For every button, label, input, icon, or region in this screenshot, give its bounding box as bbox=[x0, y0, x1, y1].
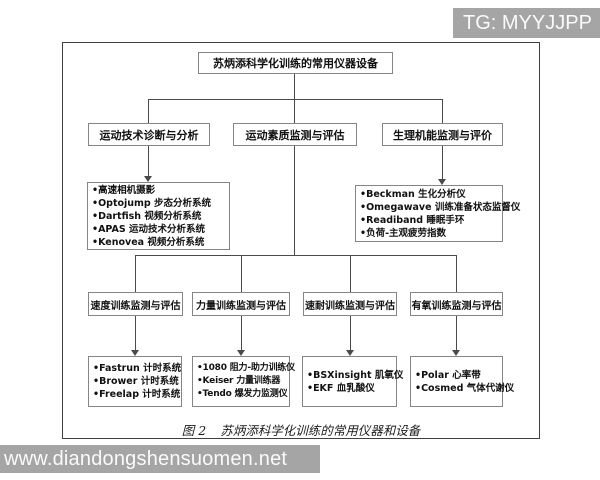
branch-node-technique: 运动技术诊断与分析 bbox=[88, 123, 210, 146]
connector-line bbox=[442, 100, 443, 123]
equipment-list-physiology: •Beckman 生化分析仪•Omegawave 训练准备状态监督仪•Readi… bbox=[355, 185, 520, 242]
connector-line bbox=[135, 256, 136, 292]
arrow-down-icon bbox=[438, 179, 446, 185]
equipment-list-technique: •高速相机摄影•Optojump 步态分析系统•Dartfish 视频分析系统•… bbox=[87, 182, 230, 250]
figure-caption-label: 图 2 bbox=[181, 423, 207, 438]
figure-caption: 图 2 苏炳添科学化训练的常用仪器和设备 bbox=[62, 420, 540, 439]
equipment-item: •Readiband 睡眠手环 bbox=[360, 214, 465, 226]
equipment-item: •Tendo 爆发力监测仪 bbox=[197, 389, 288, 399]
equipment-item: •Freelap 计时系统 bbox=[93, 389, 181, 400]
connector-line bbox=[241, 316, 242, 350]
connector-line bbox=[148, 146, 149, 176]
arrow-down-icon bbox=[346, 350, 354, 356]
connector-line bbox=[294, 74, 295, 99]
sub-branch-node-speed: 速度训练监测与评估 bbox=[88, 292, 183, 316]
equipment-item: •Keiser 力量训练器 bbox=[197, 376, 281, 386]
equipment-item: •高速相机摄影 bbox=[92, 184, 156, 196]
equipment-item: •Omegawave 训练准备状态监督仪 bbox=[360, 201, 521, 213]
website-watermark: www.diandongshensuomen.net bbox=[0, 445, 320, 473]
sub-branch-node-strength: 力量训练监测与评估 bbox=[192, 292, 290, 316]
equipment-list-speed: •Fastrun 计时系统 •Brower 计时系统 •Freelap 计时系统 bbox=[88, 356, 182, 407]
connector-line bbox=[456, 256, 457, 292]
equipment-item: •负荷-主观疲劳指数 bbox=[360, 227, 447, 239]
connector-line bbox=[350, 316, 351, 350]
equipment-item: •Optojump 步态分析系统 bbox=[92, 197, 212, 209]
sub-branch-node-aerobic: 有氧训练监测与评估 bbox=[410, 292, 503, 316]
arrow-down-icon bbox=[237, 350, 245, 356]
connector-line bbox=[294, 100, 295, 123]
equipment-item: •Brower 计时系统 bbox=[93, 376, 179, 387]
equipment-item: •Cosmed 气体代谢仪 bbox=[415, 382, 515, 394]
connector-line bbox=[135, 255, 457, 256]
root-node-title: 苏炳添科学化训练的常用仪器设备 bbox=[198, 52, 393, 74]
connector-line bbox=[442, 146, 443, 179]
equipment-item: •Fastrun 计时系统 bbox=[93, 363, 182, 374]
connector-line bbox=[135, 316, 136, 350]
connector-line bbox=[350, 256, 351, 292]
branch-node-fitness: 运动素质监测与评估 bbox=[233, 123, 357, 146]
equipment-item: •BSXinsight 肌氧仪 bbox=[307, 369, 404, 381]
equipment-list-speed-endurance: •BSXinsight 肌氧仪•EKF 血乳酸仪 bbox=[302, 356, 403, 407]
equipment-item: •1080 阻力-助力训练仪 bbox=[197, 363, 295, 373]
equipment-item: •Dartfish 视频分析系统 bbox=[92, 210, 202, 222]
figure-caption-text: 苏炳添科学化训练的常用仪器和设备 bbox=[220, 423, 421, 438]
connector-line bbox=[241, 256, 242, 292]
branch-node-physiology: 生理机能监测与评价 bbox=[382, 123, 503, 146]
arrow-down-icon bbox=[131, 350, 139, 356]
connector-line bbox=[148, 100, 149, 123]
telegram-watermark: TG: MYYJJPP bbox=[453, 8, 600, 38]
equipment-item: •Kenovea 视频分析系统 bbox=[92, 236, 205, 248]
equipment-list-aerobic: •Polar 心率带•Cosmed 气体代谢仪 bbox=[410, 356, 514, 407]
connector-line bbox=[148, 99, 443, 100]
equipment-item: •EKF 血乳酸仪 bbox=[307, 382, 375, 394]
equipment-item: •APAS 运动技术分析系统 bbox=[92, 223, 206, 235]
sub-branch-node-speed-endurance: 速耐训练监测与评估 bbox=[303, 292, 397, 316]
equipment-item: •Beckman 生化分析仪 bbox=[360, 188, 466, 200]
arrow-down-icon bbox=[452, 350, 460, 356]
equipment-item: •Polar 心率带 bbox=[415, 369, 481, 381]
equipment-list-strength: •1080 阻力-助力训练仪 •Keiser 力量训练器 •Tendo 爆发力监测仪 bbox=[192, 356, 295, 407]
connector-line bbox=[456, 316, 457, 350]
arrow-down-icon bbox=[144, 176, 152, 182]
connector-line bbox=[294, 146, 295, 255]
